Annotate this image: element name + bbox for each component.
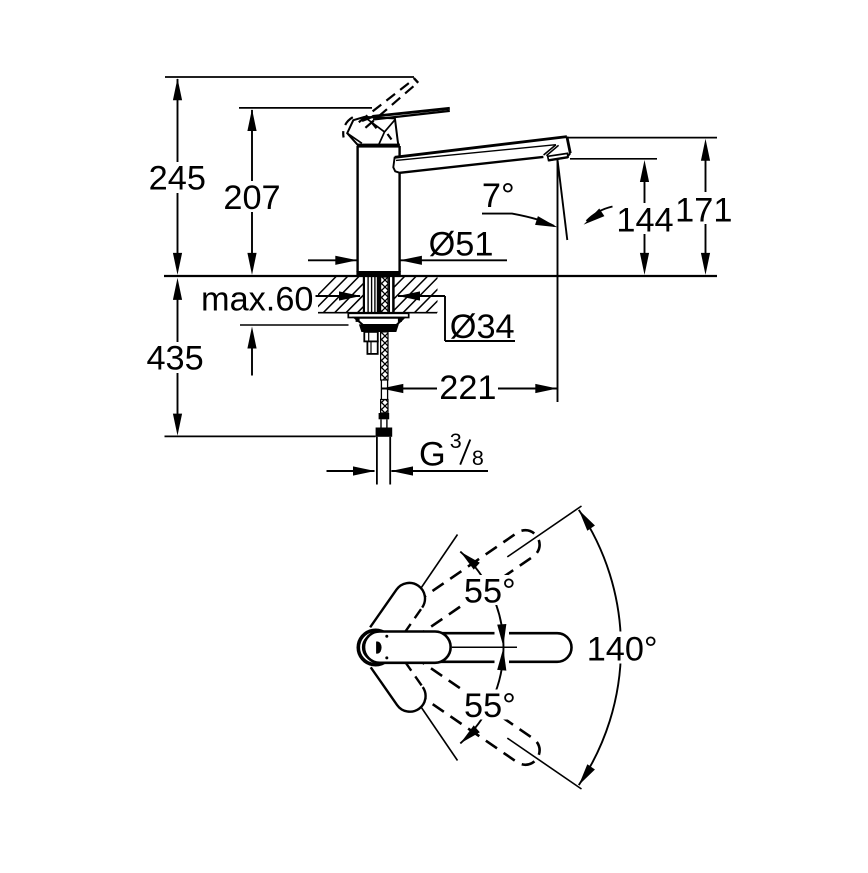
svg-text:G: G (419, 435, 446, 473)
svg-text:8: 8 (472, 446, 484, 470)
svg-text:Ø51: Ø51 (429, 226, 494, 264)
svg-text:55°: 55° (464, 573, 516, 611)
svg-text:Ø34: Ø34 (450, 308, 515, 346)
svg-text:144: 144 (616, 201, 673, 239)
svg-text:245: 245 (149, 160, 206, 198)
svg-text:221: 221 (439, 369, 496, 407)
svg-text:140°: 140° (587, 631, 658, 669)
svg-text:7°: 7° (482, 177, 515, 215)
svg-text:435: 435 (146, 340, 203, 378)
svg-text:55°: 55° (464, 687, 516, 725)
svg-text:207: 207 (223, 179, 280, 217)
svg-text:max.60: max.60 (201, 281, 313, 319)
svg-text:171: 171 (675, 192, 732, 230)
svg-text:3: 3 (450, 429, 462, 453)
